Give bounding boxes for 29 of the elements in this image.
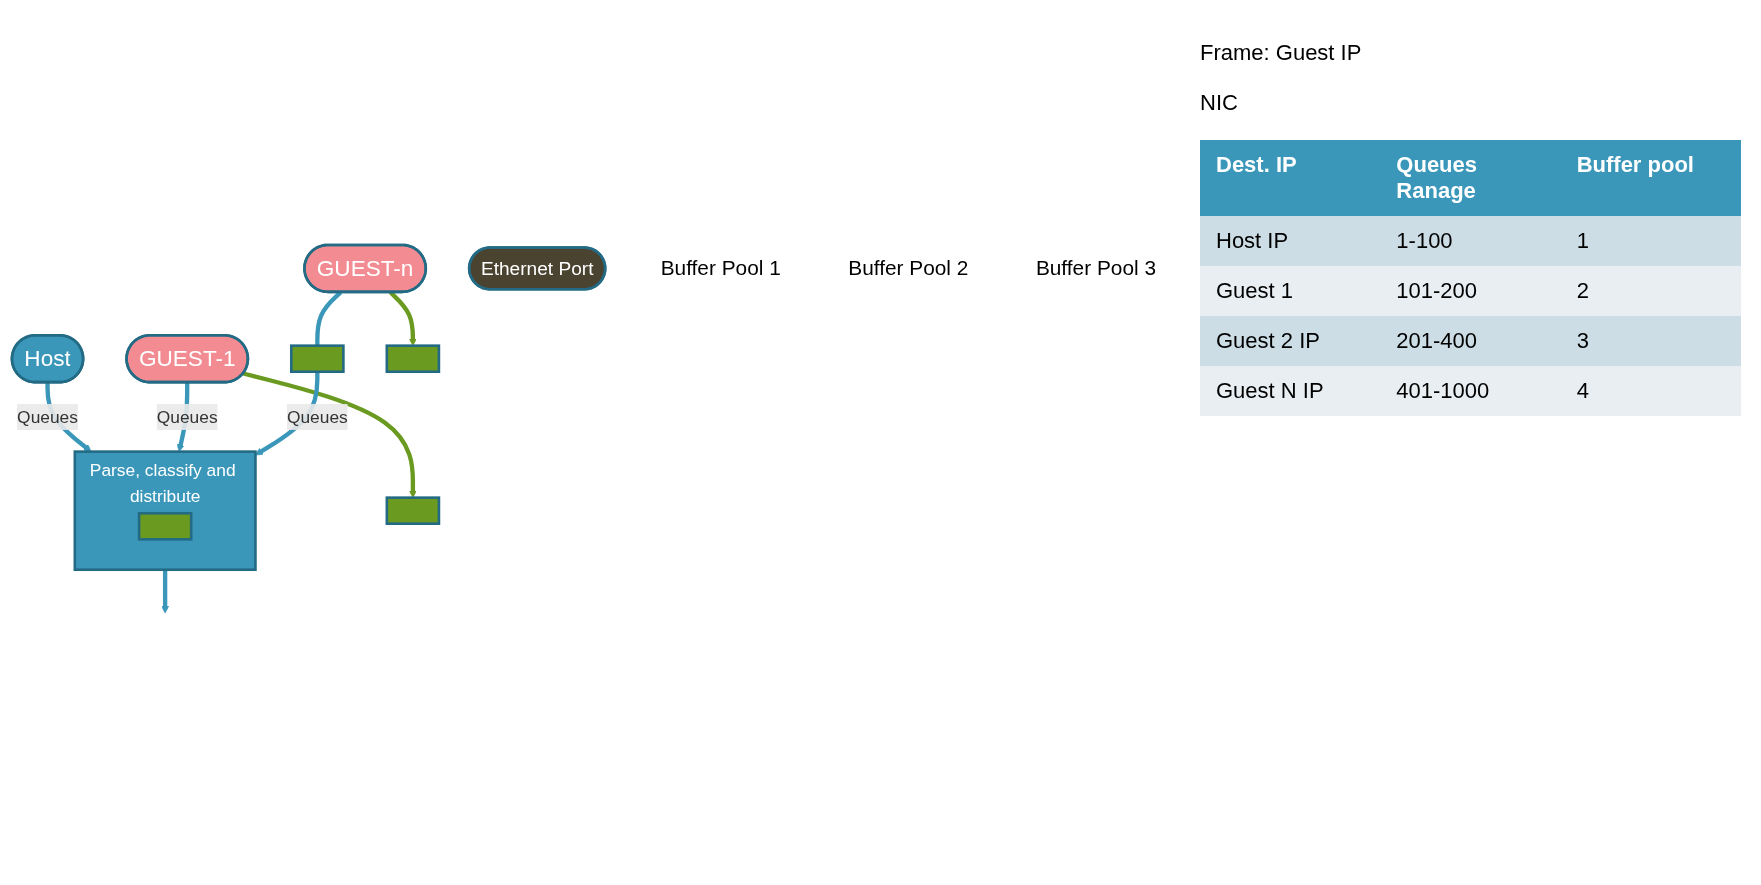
table-cell: Guest 2 IP (1200, 316, 1381, 366)
group-label: NIC (1200, 90, 1239, 116)
node-text: Buffer Pool 1 (660, 256, 781, 281)
node-box (137, 512, 193, 542)
edge-label: Queues (156, 407, 218, 427)
table-cell: Host IP (1200, 216, 1381, 266)
cluster: Parse, classify and distribute (73, 450, 257, 572)
edge-label: Queues (17, 407, 78, 427)
table-cell: 101-200 (1380, 266, 1561, 316)
header-cell: Queues Ranage (1380, 140, 1561, 216)
table-cell: 1-100 (1380, 216, 1561, 266)
table-cell: 201-400 (1380, 316, 1561, 366)
table-cell: 3 (1560, 316, 1741, 366)
node-box (385, 496, 441, 526)
edge-label: Queues (286, 407, 348, 427)
node-text: Buffer Pool 2 (848, 256, 969, 281)
table-cell: 2 (1560, 266, 1741, 316)
node-box (385, 344, 441, 374)
table-cell: 401-1000 (1380, 366, 1561, 416)
table-cell: Guest 1 (1200, 266, 1381, 316)
node-text: Buffer Pool 3 (1035, 256, 1156, 281)
table-cell: 1 (1560, 216, 1741, 266)
node-box (290, 344, 345, 374)
table-cell: Guest N IP (1200, 366, 1381, 416)
header-cell: Buffer pool (1560, 140, 1741, 216)
note-text: Frame: Guest IP (1200, 40, 1363, 66)
arrow (161, 570, 169, 614)
table-cell: 4 (1560, 366, 1741, 416)
header-cell: Dest. IP (1200, 140, 1381, 216)
